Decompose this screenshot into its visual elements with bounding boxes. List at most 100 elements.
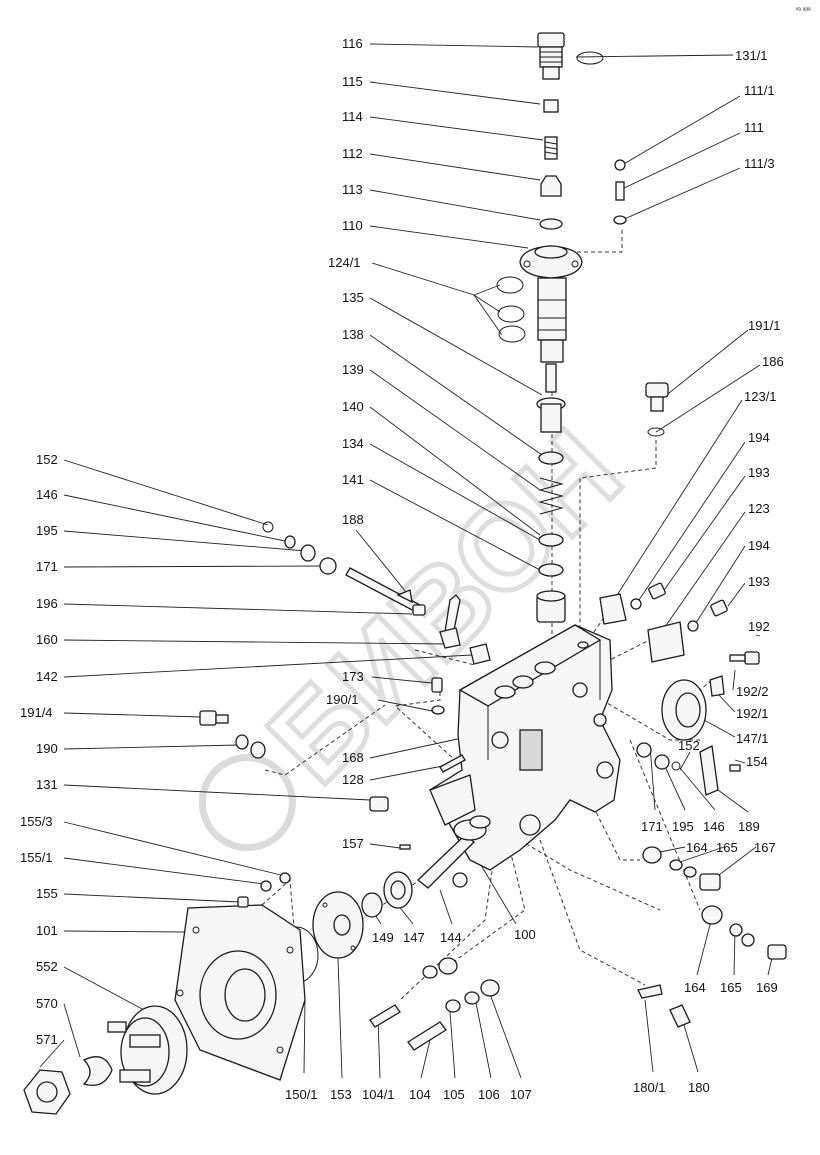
label-153: 153 xyxy=(330,1087,352,1102)
label-155-3: 155/3 xyxy=(20,814,53,829)
label-188: 188 xyxy=(342,512,364,527)
label-142: 142 xyxy=(36,669,58,684)
label-131-1: 131/1 xyxy=(735,48,768,63)
label-141: 141 xyxy=(342,472,364,487)
part-tappet xyxy=(536,590,566,623)
label-134: 134 xyxy=(342,436,364,451)
part-131-1-o-ring xyxy=(576,51,604,65)
label-131: 131 xyxy=(36,777,58,792)
label-150-1: 150/1 xyxy=(285,1087,318,1102)
corner-mark: ᵛᵃ ᵃᵃᵃ xyxy=(795,7,811,14)
label-165-a: 165 xyxy=(716,840,738,855)
part-123-1-bracket xyxy=(599,593,627,625)
part-washer-c xyxy=(683,866,697,878)
label-124-1: 124/1 xyxy=(328,255,361,270)
part-155-screw xyxy=(237,896,249,908)
part-111-1-ball xyxy=(614,159,626,171)
part-147-1-bearing xyxy=(661,679,707,741)
part-138-spring-seat xyxy=(536,397,566,433)
part-washer-d xyxy=(741,933,755,947)
label-190-1: 190/1 xyxy=(326,692,359,707)
part-139-upper-seat xyxy=(538,451,564,465)
part-146-washer xyxy=(284,535,296,549)
part-570-key xyxy=(82,1056,113,1087)
part-124-1-o-ring-b xyxy=(497,305,525,323)
label-571: 571 xyxy=(36,1032,58,1047)
part-192-bolt xyxy=(729,651,760,665)
part-labels: 116 115 114 112 113 110 124/1 135 138 13… xyxy=(20,36,784,1102)
label-155-1: 155/1 xyxy=(20,850,53,865)
label-113: 113 xyxy=(342,182,363,197)
part-173-fitting xyxy=(431,677,443,693)
part-194-washer-b xyxy=(687,620,699,632)
part-169-bolt xyxy=(767,944,787,960)
part-116-valve-holder xyxy=(537,32,565,80)
part-144-camshaft xyxy=(417,815,491,889)
part-164-nut-a xyxy=(642,846,662,864)
label-104: 104 xyxy=(409,1087,431,1102)
part-195-spacer-b xyxy=(654,754,670,770)
label-154: 154 xyxy=(746,754,768,769)
part-180-1-clip xyxy=(637,984,663,999)
label-191-1: 191/1 xyxy=(748,318,781,333)
label-147-1: 147/1 xyxy=(736,731,769,746)
part-114-spring xyxy=(544,136,558,160)
part-111-3-washer xyxy=(613,215,627,225)
label-193-a: 193 xyxy=(748,465,770,480)
label-171-b: 171 xyxy=(641,819,663,834)
label-169: 169 xyxy=(756,980,778,995)
label-116: 116 xyxy=(342,36,363,51)
leader-lines xyxy=(39,43,773,1079)
label-111-3: 111/3 xyxy=(744,156,775,171)
part-552-drive-hub xyxy=(107,1005,188,1095)
part-192-2-washer xyxy=(709,675,725,697)
part-191-4-bolt xyxy=(199,710,229,726)
label-195-b: 195 xyxy=(672,819,694,834)
label-105: 105 xyxy=(443,1087,465,1102)
label-194-a: 194 xyxy=(748,430,770,445)
label-128: 128 xyxy=(342,772,364,787)
label-135: 135 xyxy=(342,290,364,305)
part-193-screw-b xyxy=(710,599,728,617)
part-115-filler xyxy=(543,99,559,113)
part-195-spacer xyxy=(300,544,316,562)
label-189: 189 xyxy=(738,819,760,834)
label-195-a: 195 xyxy=(36,523,58,538)
label-107: 107 xyxy=(510,1087,532,1102)
part-193-screw-a xyxy=(648,582,666,600)
label-164-b: 164 xyxy=(684,980,706,995)
part-191-1-banjo-bolt xyxy=(645,382,669,412)
label-160: 160 xyxy=(36,632,58,647)
label-100: 100 xyxy=(514,927,536,942)
label-139: 139 xyxy=(342,362,364,377)
label-192-2: 192/2 xyxy=(736,684,769,699)
label-147: 147 xyxy=(403,930,425,945)
part-110-barrel-flange xyxy=(519,245,583,363)
part-171-bushing xyxy=(319,557,337,575)
label-180-1: 180/1 xyxy=(633,1080,666,1095)
part-186-seal xyxy=(647,427,665,437)
part-153-bearing-cover xyxy=(312,891,364,959)
label-152-a: 152 xyxy=(36,452,58,467)
part-171-bushing-b xyxy=(636,742,652,758)
part-nut-mid xyxy=(438,957,458,975)
label-111: 111 xyxy=(744,120,764,135)
part-100-pump-housing xyxy=(429,624,621,888)
label-190: 190 xyxy=(36,741,58,756)
label-164-a: 164 xyxy=(686,840,708,855)
part-190-washer-a xyxy=(235,734,249,750)
part-140-plunger-spring xyxy=(538,477,564,515)
label-123-1: 123/1 xyxy=(744,389,777,404)
label-165-b: 165 xyxy=(720,980,742,995)
part-152-clip xyxy=(262,521,274,533)
label-149: 149 xyxy=(372,930,394,945)
label-112: 112 xyxy=(342,146,363,161)
part-160-link xyxy=(439,627,461,649)
part-194-washer-a xyxy=(630,598,642,610)
part-190-washer-b xyxy=(250,741,266,759)
part-152-clip-b xyxy=(671,761,681,771)
part-101-end-plate xyxy=(174,904,306,1081)
part-164-nut-b xyxy=(701,905,723,925)
part-106-washer xyxy=(464,991,480,1005)
label-110: 110 xyxy=(342,218,363,233)
